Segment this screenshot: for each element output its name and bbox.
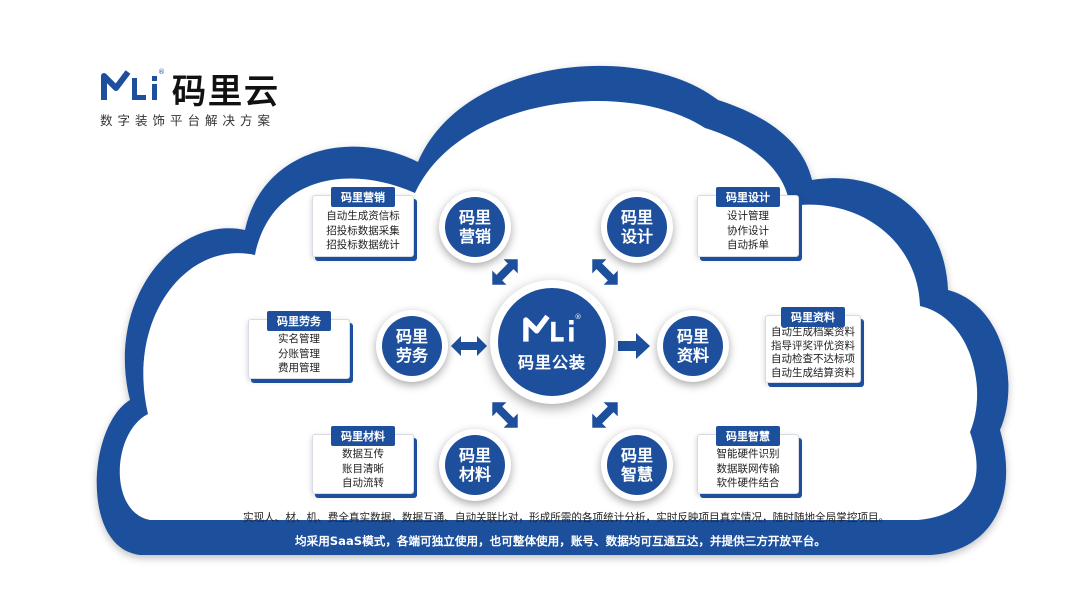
list-item: 自动生成资信标 [326,210,400,222]
list-item: 自动检查不达标项 [771,353,855,365]
box-marketing: 码里营销 自动生成资信标 招投标数据采集 招投标数据统计 [312,187,414,257]
list-item: 软件硬件结合 [716,477,780,489]
list-item: 智能硬件识别 [716,448,780,460]
module-design-inner: 码里 设计 [607,197,667,257]
brand-logo: ® [101,68,165,100]
module-labor: 码里 劳务 [376,310,448,382]
module-materials: 码里 资料 [657,310,729,382]
module-smart-line1: 码里 [620,446,653,465]
module-labor-inner: 码里 劳务 [382,316,442,376]
center-registered-mark: ® [575,312,582,321]
box-smart-list: 智能硬件识别 数据联网传输 软件硬件结合 [698,447,798,491]
brand-tagline: 数字装饰平台解决方案 [100,113,276,128]
box-design-list: 设计管理 协作设计 自动拆单 [698,209,798,253]
module-materials-line1: 码里 [676,327,709,346]
module-marketing-line1: 码里 [458,208,491,227]
arrow-to-smart [592,402,618,428]
footer-text: 均采用SaaS模式，各端可独立使用，也可整体使用，账号、数据均可互通互达，并提供… [295,534,826,548]
center-hub-inner: ® 码里公装 [498,288,606,396]
list-item: 数据联网传输 [716,462,780,475]
center-logo: ® [523,312,582,342]
module-design-line2: 设计 [620,227,653,246]
module-supplies-inner: 码里 材料 [445,435,505,495]
module-marketing: 码里 营销 [439,191,511,263]
description-text: 实现人、材、机、费全真实数据，数据互通、自动关联比对，形成所需的各项统计分析，实… [243,512,890,524]
brand-name: 码里云 [172,72,280,112]
list-item: 自动拆单 [727,239,769,251]
list-item: 自动生成档案资料 [771,326,855,338]
registered-mark: ® [158,68,165,76]
list-item: 数据互传 [342,448,384,460]
box-smart-title: 码里智慧 [716,426,780,446]
module-materials-inner: 码里 资料 [663,316,723,376]
module-supplies: 码里 材料 [439,429,511,501]
list-item: 自动流转 [342,477,384,489]
box-smart: 码里智慧 智能硬件识别 数据联网传输 软件硬件结合 [697,426,799,494]
list-item: 自动生成结算资料 [771,366,855,379]
box-design-title: 码里设计 [716,187,780,207]
box-supplies: 码里材料 数据互传 账目清晰 自动流转 [312,426,414,494]
module-smart: 码里 智慧 [601,429,673,501]
list-item: 实名管理 [278,333,320,345]
box-supplies-title: 码里材料 [331,426,395,446]
box-labor-title: 码里劳务 [267,311,331,331]
center-label: 码里公装 [517,353,586,372]
box-labor-list: 实名管理 分账管理 费用管理 [249,332,349,376]
box-marketing-title: 码里营销 [331,187,395,207]
arrow-to-marketing [492,259,518,285]
module-marketing-line2: 营销 [458,227,491,246]
module-design-line1: 码里 [620,208,653,227]
box-materials-list: 自动生成档案资料 指导评奖评优资料 自动检查不达标项 自动生成结算资料 [766,326,860,380]
list-item: 费用管理 [278,362,320,374]
list-item: 招投标数据统计 [326,239,400,251]
arrow-to-supplies [492,402,518,428]
box-materials: 码里资料 自动生成档案资料 指导评奖评优资料 自动检查不达标项 自动生成结算资料 [765,307,861,383]
list-item: 协作设计 [727,224,769,237]
brand-header: ® 码里云 数字装饰平台解决方案 [100,66,300,128]
module-smart-inner: 码里 智慧 [607,435,667,495]
arrow-to-design [592,259,618,285]
list-item: 设计管理 [727,210,769,222]
module-supplies-line1: 码里 [458,446,491,465]
module-smart-line2: 智慧 [620,465,653,484]
list-item: 账目清晰 [342,462,384,475]
list-item: 分账管理 [278,347,320,360]
list-item: 指导评奖评优资料 [771,339,855,352]
box-marketing-list: 自动生成资信标 招投标数据采集 招投标数据统计 [313,209,413,253]
module-marketing-inner: 码里 营销 [445,197,505,257]
box-materials-title: 码里资料 [781,307,845,327]
box-supplies-list: 数据互传 账目清晰 自动流转 [313,447,413,491]
center-hub: ® 码里公装 [490,280,614,404]
box-labor: 码里劳务 实名管理 分账管理 费用管理 [248,311,350,379]
module-materials-line2: 资料 [676,346,709,365]
arrow-to-labor [451,336,487,356]
module-supplies-line2: 材料 [458,465,491,484]
box-design: 码里设计 设计管理 协作设计 自动拆单 [697,187,799,257]
module-design: 码里 设计 [601,191,673,263]
arrow-to-materials [618,333,650,359]
module-labor-line1: 码里 [395,327,428,346]
module-labor-line2: 劳务 [395,346,428,365]
list-item: 招投标数据采集 [326,224,400,237]
